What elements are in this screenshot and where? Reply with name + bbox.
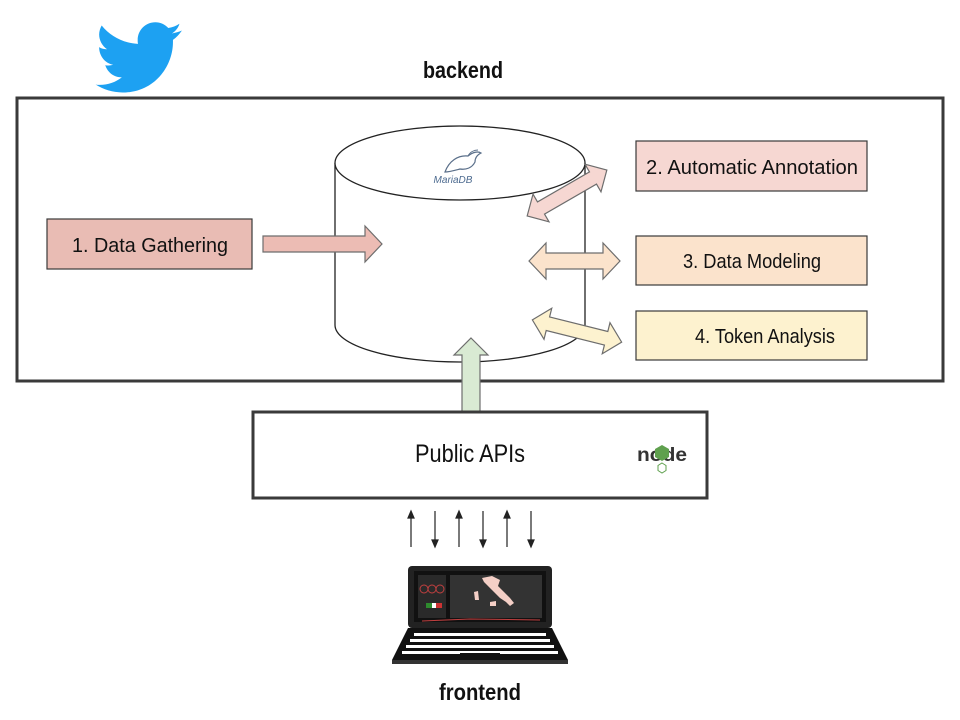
module-automatic-annotation-box	[635, 140, 868, 192]
gathering-to-db-arrow	[262, 224, 383, 264]
token-db-arrow	[531, 306, 623, 356]
public-apis-box	[251, 410, 709, 500]
module-token-analysis-box	[635, 310, 868, 361]
backend-label: backend	[423, 57, 503, 83]
client-traffic-arrows	[407, 509, 535, 549]
laptop-icon	[392, 566, 568, 664]
nodejs-logo: node	[637, 445, 687, 474]
modeling-db-arrow	[528, 241, 621, 281]
module-token-analysis-label: 4. Token Analysis	[695, 326, 835, 348]
module-data-modeling-label: 3. Data Modeling	[683, 251, 821, 273]
module-data-gathering-box	[46, 218, 253, 270]
module-automatic-annotation-label: 2. Automatic Annotation	[646, 157, 858, 179]
twitter-bird-icon	[95, 22, 182, 93]
mariadb-logo: MariaDB	[434, 149, 483, 186]
public-apis-label: Public APIs	[415, 440, 525, 468]
module-data-modeling-box	[635, 235, 868, 286]
mariadb-logo-text: MariaDB	[434, 175, 473, 186]
database-cylinder	[334, 125, 586, 363]
module-data-gathering-label: 1. Data Gathering	[72, 235, 228, 257]
frontend-label: frontend	[439, 679, 521, 705]
annotation-db-arrow	[526, 163, 608, 223]
